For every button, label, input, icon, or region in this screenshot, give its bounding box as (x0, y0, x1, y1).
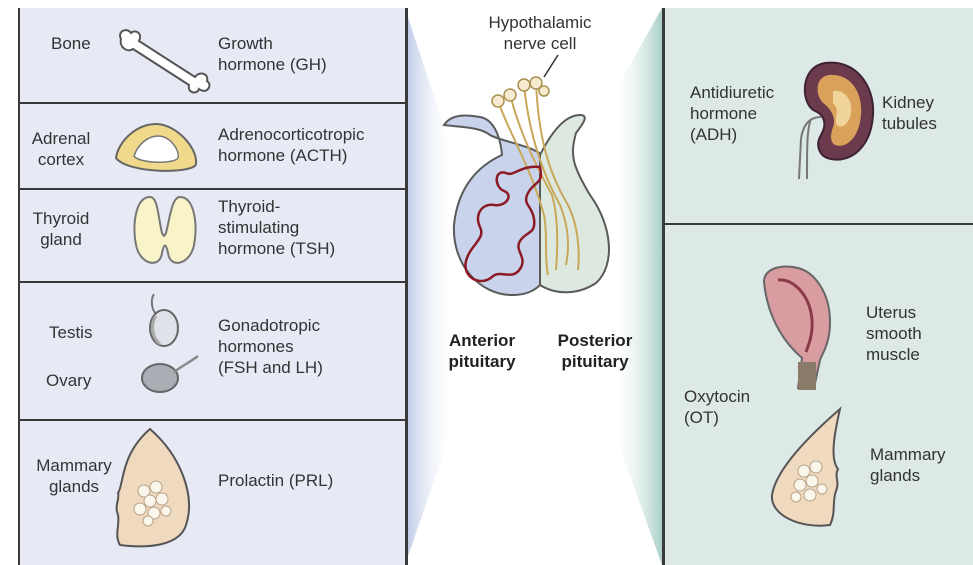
adrenal-line-2: cortex (26, 149, 96, 170)
right-breast-illustration (760, 405, 850, 535)
posterior-line-2: pituitary (540, 351, 650, 372)
adrenal-line-1: Adrenal (26, 128, 96, 149)
acth-line-2: hormone (ACTH) (218, 145, 364, 166)
adrenal-illustration (108, 118, 203, 178)
ot-line-1: Oxytocin (684, 386, 750, 407)
right-mammary-label: Mammary glands (870, 444, 946, 486)
adh-label: Antidiuretic hormone (ADH) (690, 82, 774, 145)
thyroid-line-2: gland (26, 229, 96, 250)
row-divider (20, 102, 405, 104)
uterus-line-2: smooth (866, 323, 922, 344)
pituitary-illustration (440, 55, 640, 315)
kidney-illustration (785, 55, 880, 185)
gonad-line-1: Gonadotropic (218, 315, 323, 336)
kidney-tubules-label: Kidney tubules (882, 92, 937, 134)
adh-line-2: hormone (690, 103, 774, 124)
posterior-line-1: Posterior (540, 330, 650, 351)
adh-line-3: (ADH) (690, 124, 774, 145)
breast-illustration (110, 425, 200, 555)
bone-illustration (113, 25, 213, 95)
ot-line-2: (OT) (684, 407, 750, 428)
gonad-line-2: hormones (218, 336, 323, 357)
mammary-glands-label: Mammary glands (26, 455, 122, 497)
thyroid-line-1: Thyroid (26, 208, 96, 229)
ovary-illustration (138, 350, 208, 400)
tsh-line-3: hormone (TSH) (218, 238, 335, 259)
gh-label: Growth hormone (GH) (218, 33, 327, 75)
kidney-line-1: Kidney (882, 92, 937, 113)
tsh-label: Thyroid- stimulating hormone (TSH) (218, 196, 335, 259)
uterus-line-1: Uterus (866, 302, 922, 323)
tsh-line-2: stimulating (218, 217, 335, 238)
adh-line-1: Antidiuretic (690, 82, 774, 103)
tsh-line-1: Thyroid- (218, 196, 335, 217)
gh-line-1: Growth (218, 33, 327, 54)
hypo-line-1: Hypothalamic (470, 12, 610, 33)
hypo-line-2: nerve cell (470, 33, 610, 54)
anterior-line-1: Anterior (432, 330, 532, 351)
uterus-illustration (758, 262, 848, 392)
gh-line-2: hormone (GH) (218, 54, 327, 75)
ovary-label: Ovary (46, 370, 91, 391)
rmammary-line-2: glands (870, 465, 946, 486)
thyroid-gland-label: Thyroid gland (26, 208, 96, 250)
row-divider (20, 188, 405, 190)
gonadotropic-label: Gonadotropic hormones (FSH and LH) (218, 315, 323, 378)
rmammary-line-1: Mammary (870, 444, 946, 465)
mammary-line-2: glands (26, 476, 122, 497)
posterior-pituitary-label: Posterior pituitary (540, 330, 650, 372)
anterior-pituitary-label: Anterior pituitary (432, 330, 532, 372)
bone-label: Bone (51, 33, 91, 54)
uterus-label: Uterus smooth muscle (866, 302, 922, 365)
acth-line-1: Adrenocorticotropic (218, 124, 364, 145)
anterior-line-2: pituitary (432, 351, 532, 372)
acth-label: Adrenocorticotropic hormone (ACTH) (218, 124, 364, 166)
thyroid-illustration (130, 193, 200, 273)
row-divider (20, 419, 405, 421)
row-divider (20, 281, 405, 283)
kidney-line-2: tubules (882, 113, 937, 134)
row-divider (665, 223, 973, 225)
prolactin-label: Prolactin (PRL) (218, 470, 333, 491)
testis-label: Testis (49, 322, 92, 343)
mammary-line-1: Mammary (26, 455, 122, 476)
gonad-line-3: (FSH and LH) (218, 357, 323, 378)
posterior-lobe (540, 115, 609, 292)
oxytocin-label: Oxytocin (OT) (684, 386, 750, 428)
uterus-line-3: muscle (866, 344, 922, 365)
testis-illustration (140, 290, 190, 350)
adrenal-cortex-label: Adrenal cortex (26, 128, 96, 170)
hypothalamic-nerve-cell-label: Hypothalamic nerve cell (470, 12, 610, 54)
